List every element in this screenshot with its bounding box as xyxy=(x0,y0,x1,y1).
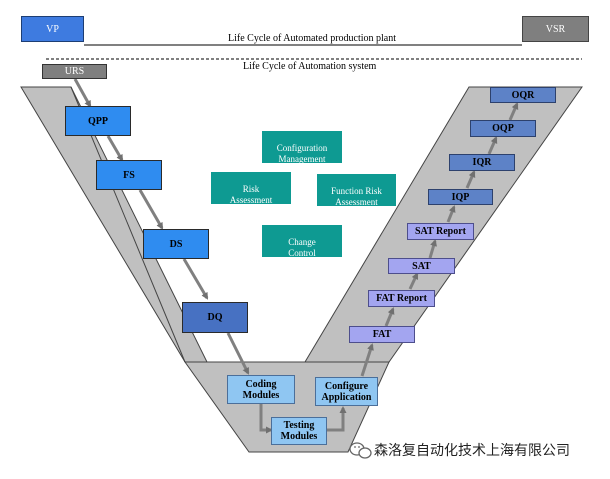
oqr-box: OQR xyxy=(490,87,556,103)
system-lifecycle-title: Life Cycle of Automation system xyxy=(243,61,377,72)
arrow-qpp-fs xyxy=(106,135,124,162)
risk-line1: Risk xyxy=(242,184,260,194)
coding-line2: Modules xyxy=(242,389,280,401)
arrow-fs-ds xyxy=(138,189,164,230)
testing-line1: Testing xyxy=(283,420,315,431)
config-mgmt-line2: Management xyxy=(278,154,326,164)
dq-box: DQ xyxy=(182,302,248,333)
config-mgmt-line1: Configuration xyxy=(276,143,328,153)
arrow-configure-fat xyxy=(360,343,374,377)
function-risk-line1: Function Risk xyxy=(331,186,382,196)
arrow-satreport-iqp xyxy=(446,205,456,223)
arrow-iqp-iqr xyxy=(465,170,476,189)
fat-report-box: FAT Report xyxy=(368,290,435,307)
testing-modules-box: Testing Modules xyxy=(271,417,327,445)
fat-box: FAT xyxy=(349,326,415,343)
testing-line2: Modules xyxy=(280,431,318,442)
coding-line1: Coding xyxy=(245,378,277,390)
change-line1: Change xyxy=(288,237,316,247)
iqp-box: IQP xyxy=(428,189,493,205)
ds-box: DS xyxy=(143,229,209,259)
arrow-dq-coding xyxy=(226,332,250,375)
change-line2: Control xyxy=(288,248,316,258)
vp-box: VP xyxy=(21,16,84,42)
wechat-icon xyxy=(349,442,372,459)
arrow-coding-testing xyxy=(259,404,273,434)
oqp-box: OQP xyxy=(470,120,536,137)
configure-application-box: Configure Application xyxy=(315,377,378,406)
urs-box: URS xyxy=(42,64,107,79)
vsr-box: VSR xyxy=(522,16,589,42)
sat-report-box: SAT Report xyxy=(407,223,474,240)
plant-lifecycle-title: Life Cycle of Automated production plant xyxy=(228,33,397,44)
configure-line1: Configure xyxy=(324,380,369,392)
watermark-text: 森洛复自动化技术上海有限公司 xyxy=(374,443,570,459)
qpp-box: QPP xyxy=(65,106,131,136)
arrow-fatreport-sat xyxy=(408,272,419,290)
configure-line2: Application xyxy=(321,391,372,403)
arrow-sat-satreport xyxy=(428,239,437,259)
iqr-box: IQR xyxy=(449,154,515,171)
coding-modules-box: Coding Modules xyxy=(227,375,295,404)
function-risk-assessment-box: Function Risk Assessment xyxy=(317,174,396,207)
risk-assessment-box: Risk Assessment xyxy=(211,172,291,205)
arrow-ds-dq xyxy=(182,258,209,300)
arrow-oqp-oqr xyxy=(508,102,519,121)
arrow-iqr-oqp xyxy=(487,136,498,155)
change-control-box: Change Control xyxy=(262,225,342,258)
arrow-fat-fatreport xyxy=(384,307,395,327)
function-risk-line2: Assessment xyxy=(335,197,378,207)
risk-line2: Assessment xyxy=(229,195,273,205)
arrow-testing-configure xyxy=(327,406,347,432)
configuration-management-box: Configuration Management xyxy=(262,131,342,164)
arrow-urs-qpp xyxy=(73,78,92,108)
sat-box: SAT xyxy=(388,258,455,274)
fs-box: FS xyxy=(96,160,162,190)
